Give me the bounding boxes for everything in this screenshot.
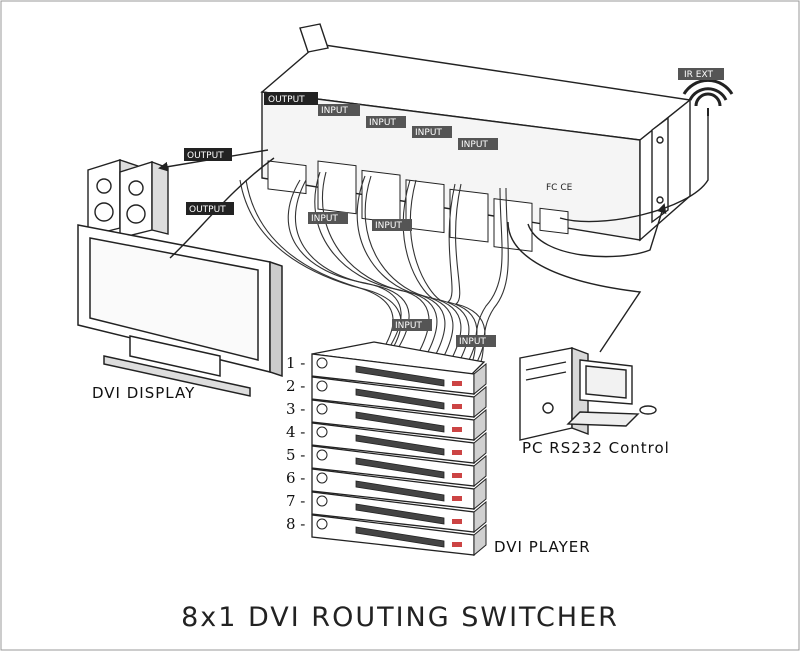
tag-input-1: INPUT bbox=[318, 104, 360, 116]
player-number-label: 4 - bbox=[286, 423, 305, 441]
ir-receiver-icon bbox=[682, 78, 734, 116]
svg-text:IR EXT: IR EXT bbox=[684, 70, 713, 80]
diagram-title: 8x1 DVI ROUTING SWITCHER bbox=[181, 602, 619, 633]
player-number-label: 6 - bbox=[286, 469, 305, 487]
svg-text:INPUT: INPUT bbox=[415, 128, 442, 138]
player-number-label: 2 - bbox=[286, 377, 305, 395]
svg-text:INPUT: INPUT bbox=[369, 118, 396, 128]
tag-input-2: INPUT bbox=[366, 116, 406, 128]
tag-input-5: INPUT bbox=[308, 212, 348, 224]
player-number-label: 5 - bbox=[286, 446, 305, 464]
speakers bbox=[87, 159, 169, 239]
switcher-unit bbox=[260, 23, 692, 242]
player-number-label: 3 - bbox=[286, 400, 305, 418]
label-dvi-display: DVI DISPLAY bbox=[92, 384, 195, 402]
svg-text:OUTPUT: OUTPUT bbox=[189, 205, 226, 215]
svg-text:INPUT: INPUT bbox=[311, 214, 338, 224]
svg-text:INPUT: INPUT bbox=[459, 337, 486, 347]
svg-text:INPUT: INPUT bbox=[461, 140, 488, 150]
tag-input-4: INPUT bbox=[458, 138, 498, 150]
dvi-player-unit bbox=[311, 353, 487, 396]
svg-text:OUTPUT: OUTPUT bbox=[187, 151, 224, 161]
tag-output-top: OUTPUT bbox=[264, 92, 318, 105]
label-pc-control: PC RS232 Control bbox=[522, 439, 670, 457]
switcher-ports bbox=[267, 160, 569, 252]
dvi-player-unit bbox=[311, 422, 487, 465]
tag-input-8: INPUT bbox=[456, 335, 496, 347]
svg-text:OUTPUT: OUTPUT bbox=[268, 95, 305, 105]
dvi-player-unit bbox=[311, 445, 487, 488]
svg-text:INPUT: INPUT bbox=[375, 221, 402, 231]
player-number-label: 8 - bbox=[286, 515, 305, 533]
dvi-player-unit bbox=[311, 468, 487, 511]
tag-output-display: OUTPUT bbox=[186, 202, 234, 215]
dvi-player-unit bbox=[311, 514, 487, 557]
tag-output-speaker: OUTPUT bbox=[184, 148, 232, 161]
label-dvi-player: DVI PLAYER bbox=[494, 538, 591, 556]
dvi-player-stack: 1 - 2 - 3 - 4 - 5 - 6 - 7 - 8 - bbox=[286, 341, 487, 557]
svg-text:INPUT: INPUT bbox=[321, 106, 348, 116]
player-number-label: 7 - bbox=[286, 492, 305, 510]
dvi-display-monitor bbox=[77, 224, 283, 397]
tag-input-6: INPUT bbox=[372, 219, 412, 231]
dvi-player-unit bbox=[311, 399, 487, 442]
tag-input-7: INPUT bbox=[392, 319, 432, 331]
tag-input-3: INPUT bbox=[412, 126, 452, 138]
pc-computer bbox=[519, 346, 657, 441]
tag-ir-ext: IR EXT bbox=[678, 68, 724, 80]
dvi-player-unit bbox=[311, 491, 487, 534]
player-number-label: 1 - bbox=[286, 354, 305, 372]
dvi-player-unit bbox=[311, 376, 487, 419]
control-cables bbox=[507, 108, 709, 353]
ce-mark: FC CE bbox=[546, 183, 573, 193]
svg-text:INPUT: INPUT bbox=[395, 321, 422, 331]
